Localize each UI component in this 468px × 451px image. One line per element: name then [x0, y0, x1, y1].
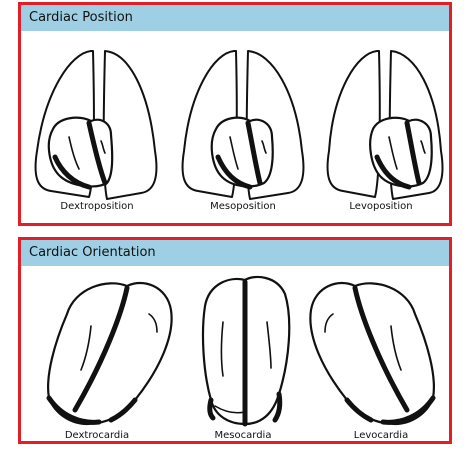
heart [370, 118, 432, 187]
right-lung [328, 51, 380, 197]
label-dextrocardia: Dextrocardia [37, 430, 157, 441]
cardiac-position-figure [21, 31, 449, 226]
dextroposition-diagram [36, 51, 157, 199]
cardiac-position-panel: Cardiac Position [18, 2, 452, 226]
mesocardia-diagram [203, 277, 289, 424]
heart [212, 118, 273, 187]
panel-title: Cardiac Orientation [21, 240, 449, 266]
cardiac-orientation-panel: Cardiac Orientation [18, 237, 452, 444]
label-mesocardia: Mesocardia [183, 430, 303, 441]
levocardia-diagram [310, 283, 434, 424]
cardiac-orientation-figure [21, 266, 449, 444]
left-lung [104, 51, 157, 199]
label-levocardia: Levocardia [321, 430, 441, 441]
label-levoposition: Levoposition [321, 201, 441, 212]
label-mesoposition: Mesoposition [183, 201, 303, 212]
label-dextroposition: Dextroposition [37, 201, 157, 212]
levoposition-diagram [328, 51, 443, 199]
heart [310, 283, 434, 424]
panel-title: Cardiac Position [21, 5, 449, 31]
mesoposition-diagram [183, 51, 304, 199]
heart [48, 283, 172, 424]
dextrocardia-diagram [48, 283, 172, 424]
